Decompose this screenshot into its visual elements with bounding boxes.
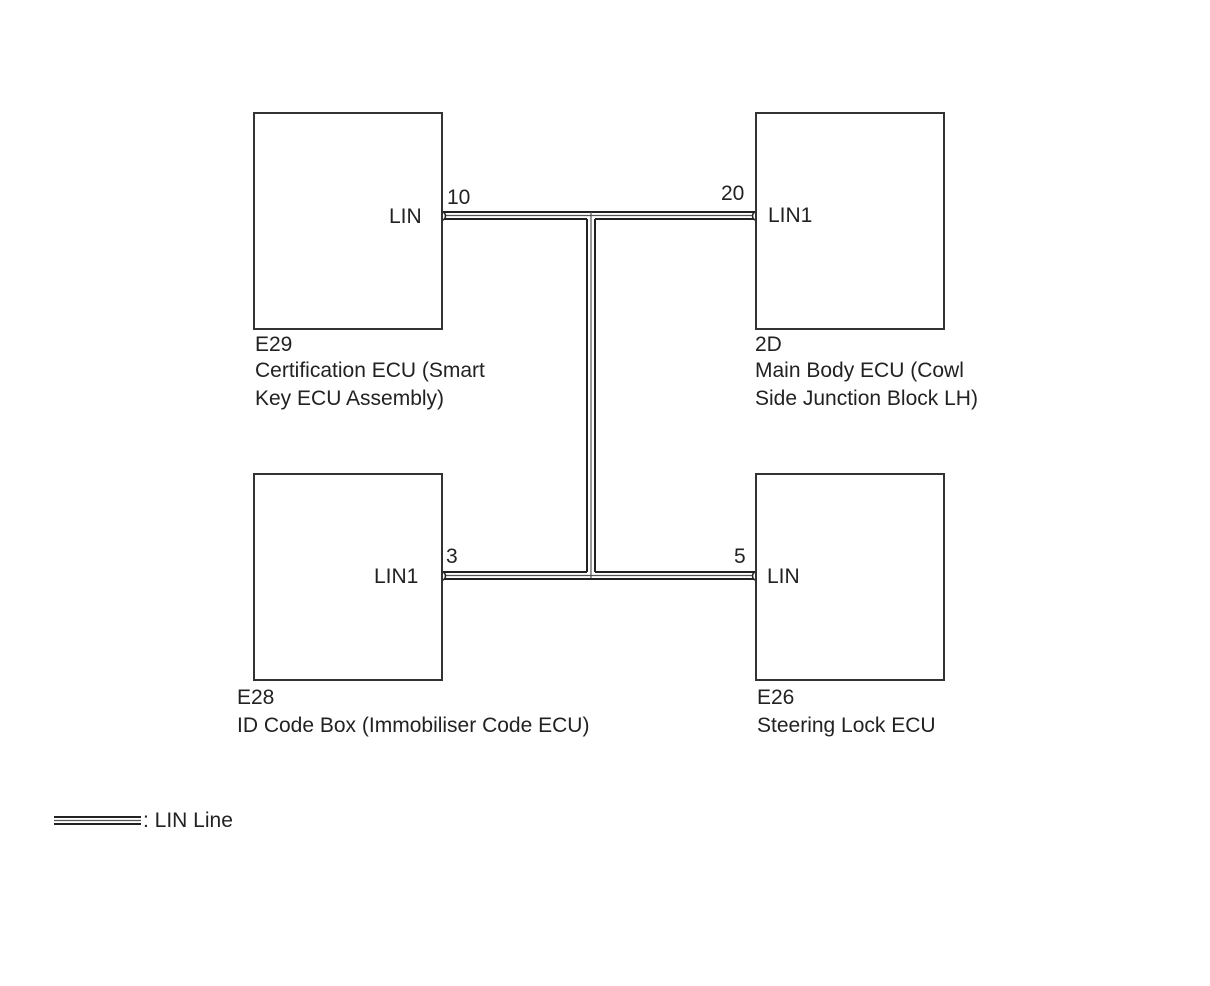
ecu-box-2d <box>755 112 945 330</box>
ecu-name-2d-line2: Side Junction Block LH) <box>755 387 978 410</box>
pin-number-e26: 5 <box>734 545 746 568</box>
terminal-label-2d: LIN1 <box>768 204 813 227</box>
pin-number-e29: 10 <box>447 186 471 209</box>
ecu-name-e28-line1: ID Code Box (Immobiliser Code ECU) <box>237 714 590 737</box>
ecu-name-e26-line1: Steering Lock ECU <box>757 714 936 737</box>
terminal-label-e26: LIN <box>767 565 800 588</box>
terminal-label-e28: LIN1 <box>374 565 419 588</box>
lin-line-top <box>441 211 757 220</box>
ecu-id-e28: E28 <box>237 686 275 709</box>
ecu-name-e29-line1: Certification ECU (Smart <box>255 359 485 382</box>
terminal-label-e29: LIN <box>389 205 422 228</box>
ecu-name-e29-line2: Key ECU Assembly) <box>255 387 445 410</box>
ecu-box-e28 <box>253 473 443 681</box>
ecu-box-e26 <box>755 473 945 681</box>
ecu-box-e29 <box>253 112 443 330</box>
ecu-id-2d: 2D <box>755 333 782 356</box>
legend-label: : LIN Line <box>143 809 233 832</box>
pin-number-2d: 20 <box>721 182 745 205</box>
ecu-id-e29: E29 <box>255 333 293 356</box>
ecu-name-2d-line1: Main Body ECU (Cowl <box>755 359 964 382</box>
pin-number-e28: 3 <box>446 545 458 568</box>
legend-lin-line-symbol <box>54 816 141 825</box>
ecu-id-e26: E26 <box>757 686 795 709</box>
lin-line-bottom <box>441 571 757 580</box>
lin-line-vertical <box>586 212 596 579</box>
